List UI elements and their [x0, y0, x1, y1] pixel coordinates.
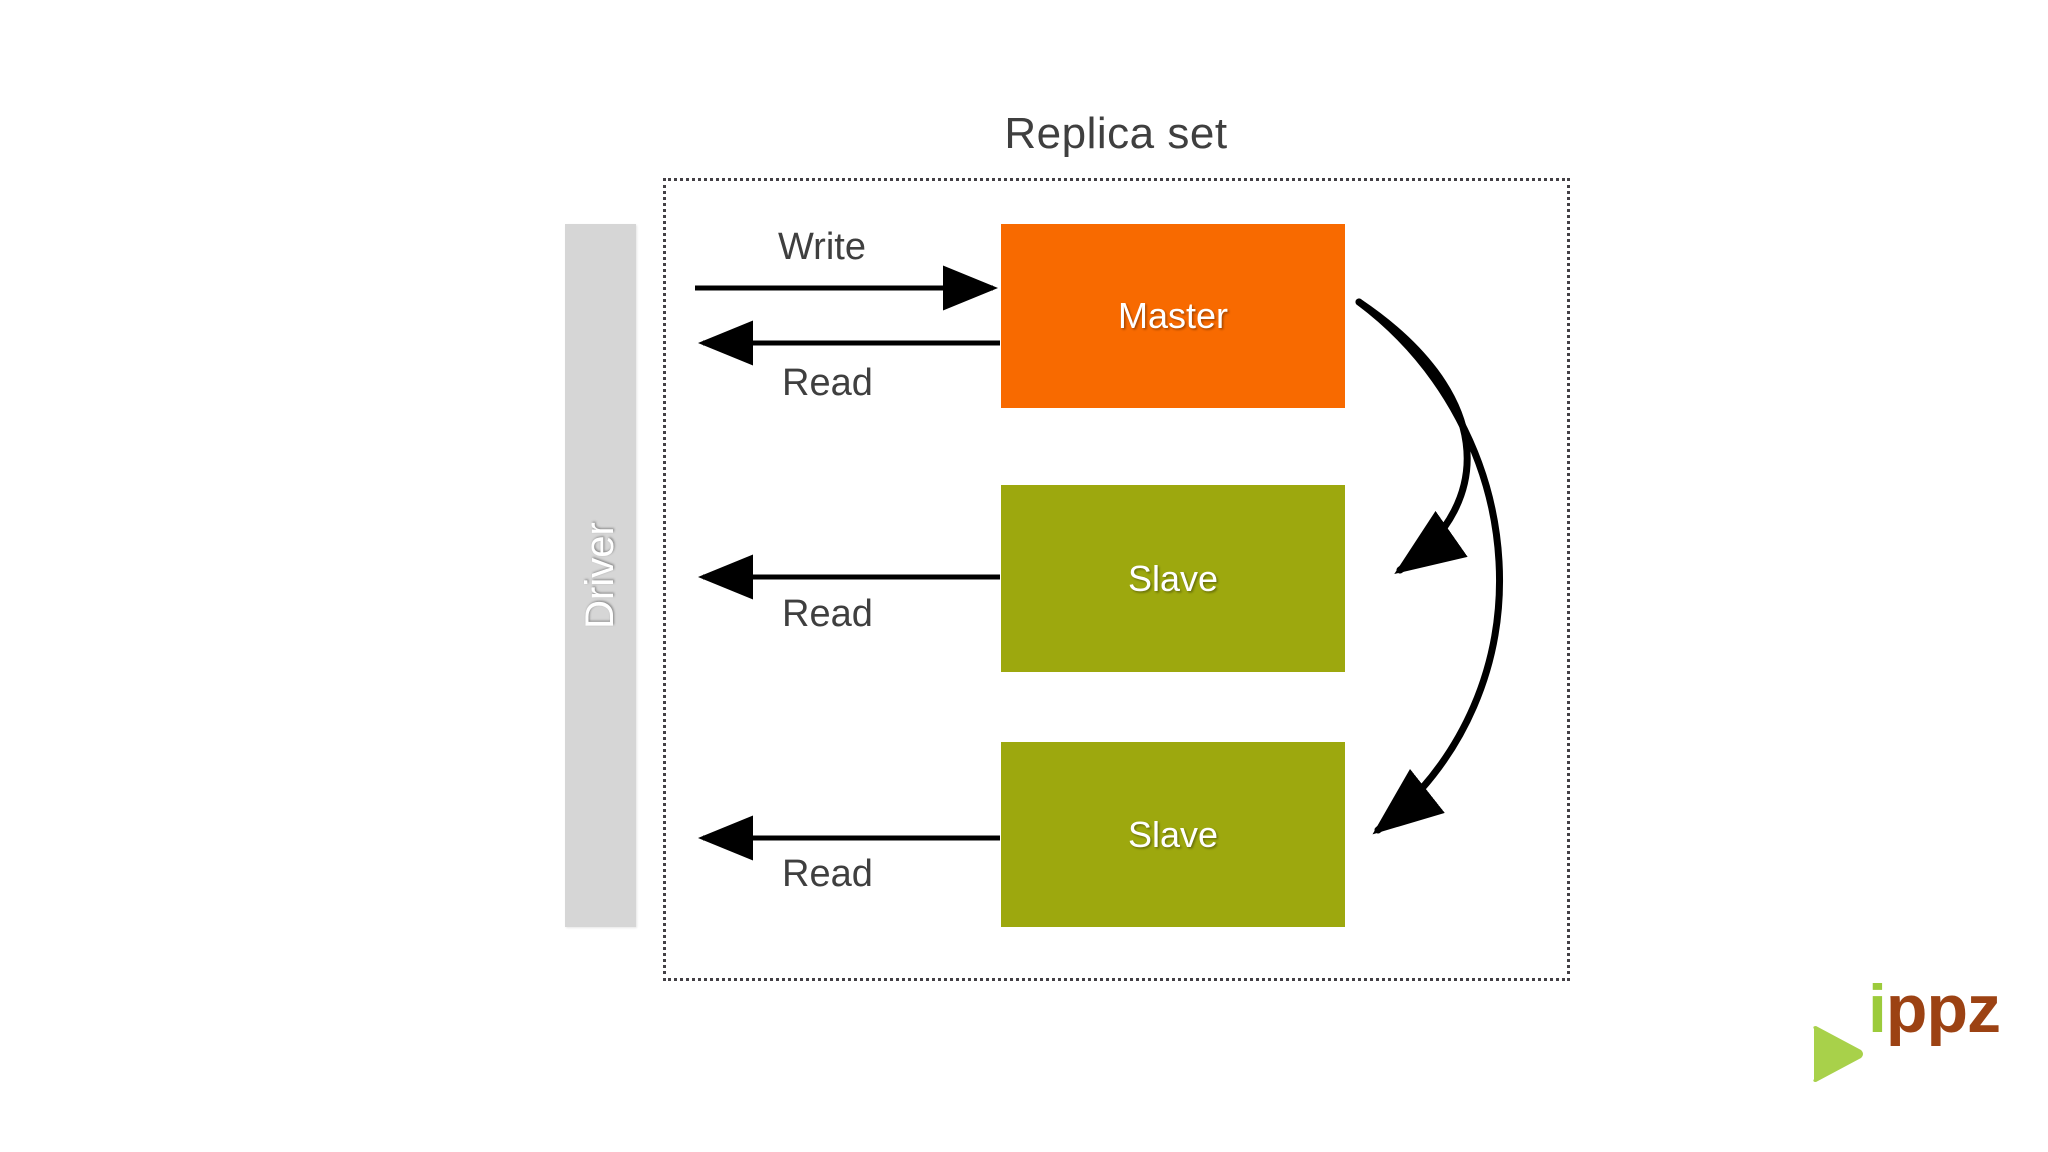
driver-bar[interactable]: Driver [565, 224, 636, 927]
page-title-text: Replica set [1004, 109, 1228, 158]
flow-label-read-slave-2: Read [782, 853, 873, 895]
logo-letters-ppz: ppz [1885, 971, 2001, 1047]
logo-wordmark: ippz [1868, 975, 2001, 1043]
page-title: Replica set [0, 112, 2048, 156]
node-slave-1-label: Slave [1127, 557, 1219, 599]
node-master-label: Master [1117, 295, 1229, 336]
driver-label: Driver [578, 522, 622, 629]
node-slave-1[interactable]: Slave [1001, 485, 1345, 672]
flow-label-read-slave-1: Read [782, 593, 873, 635]
node-slave-2[interactable]: Slave [1001, 742, 1345, 927]
play-triangle-icon [1813, 1026, 1863, 1082]
node-master[interactable]: Master [1001, 224, 1345, 408]
replica-set-boundary [663, 178, 1570, 981]
flow-label-write: Write [778, 226, 866, 268]
ippz-logo: ippz [1800, 975, 2040, 1105]
logo-letter-i: i [1868, 971, 1887, 1047]
flow-label-read-master: Read [782, 362, 873, 404]
node-slave-2-label: Slave [1127, 813, 1219, 855]
